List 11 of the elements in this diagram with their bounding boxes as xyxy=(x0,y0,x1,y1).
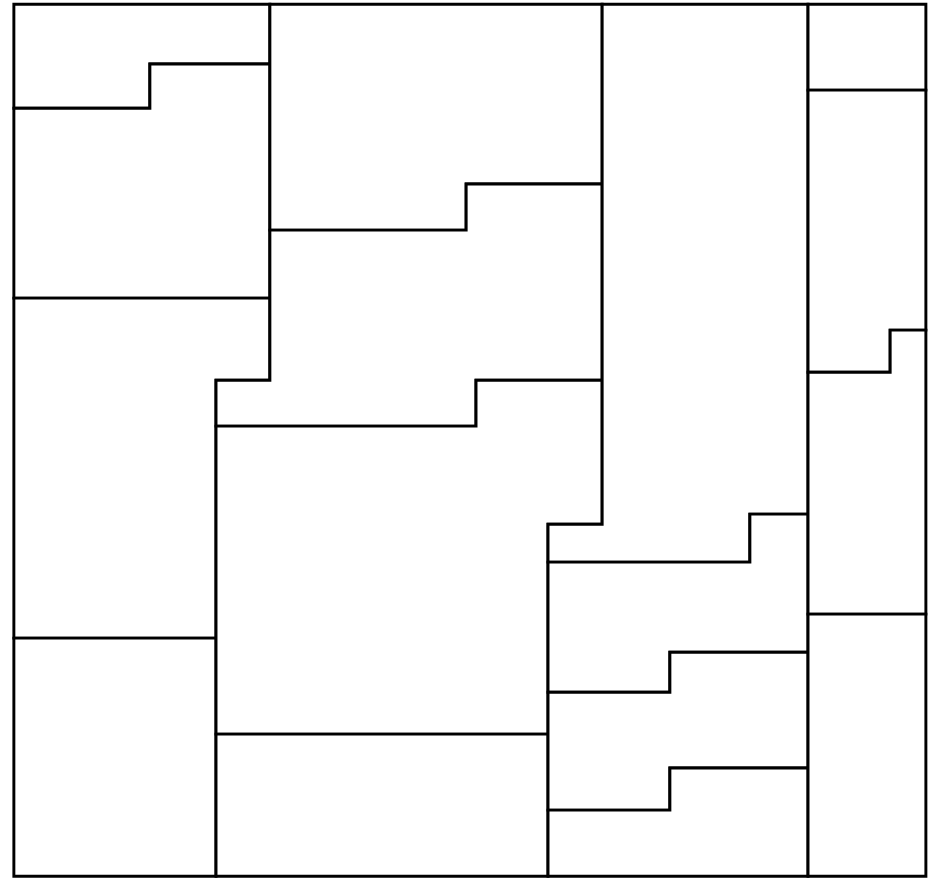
region-box xyxy=(546,650,810,812)
region-box xyxy=(806,2,928,92)
region-box xyxy=(12,296,272,640)
region-box xyxy=(268,2,604,232)
region-box xyxy=(214,182,604,428)
region-box xyxy=(546,2,810,564)
region-box xyxy=(806,612,928,878)
region-box xyxy=(546,766,810,878)
region-box xyxy=(546,512,810,694)
region-box xyxy=(12,636,218,878)
region-box xyxy=(214,732,550,878)
